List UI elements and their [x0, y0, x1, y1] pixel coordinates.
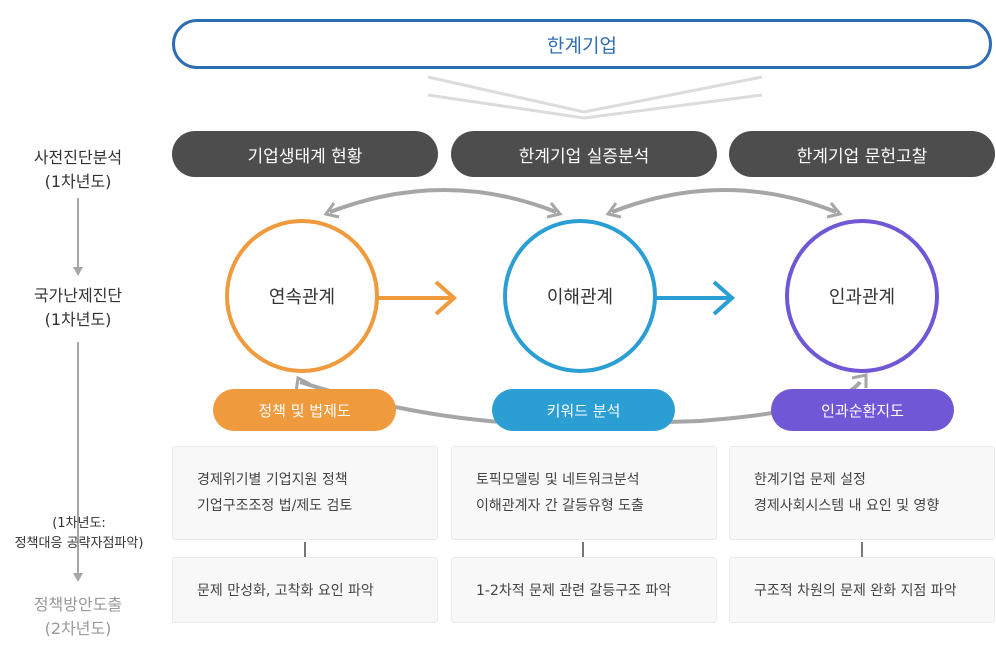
curve-arrow-1-2	[329, 188, 557, 214]
stage-year: (2차년도)	[44, 619, 112, 638]
result-box-keyword: 1-2차적 문제 관련 갈등구조 파악	[451, 557, 717, 623]
stage-national-diagnosis: 국가난제진단 (1차년도)	[10, 284, 146, 332]
stage-year: 정책대응 공략자점파악)	[14, 536, 144, 551]
relation-text: 연속관계	[268, 287, 336, 308]
detail-box-keyword: 토픽모델링 및 네트워크분석 이해관계자 간 갈등유형 도출	[451, 446, 717, 540]
curve-arrow-head-2	[546, 202, 563, 219]
detail-box-policy: 경제위기별 기업지원 정책 기업구조조정 법/제도 검토	[172, 446, 438, 540]
result-text: 1-2차적 문제 관련 갈등구조 파악	[476, 583, 672, 599]
analysis-pill-literature: 한계기업 문헌고찰	[729, 131, 995, 177]
analysis-pill-ecosystem: 기업생태계 현황	[172, 131, 438, 177]
analysis-pill-empirical: 한계기업 실증분석	[451, 131, 717, 177]
analysis-pill-label: 한계기업 문헌고찰	[796, 146, 928, 167]
detail-line: 이해관계자 간 갈등유형 도출	[476, 498, 644, 514]
arrow-blue-head	[712, 280, 736, 316]
stage-label: 정책방안도출	[33, 595, 123, 614]
detail-box-causal: 한계기업 문제 설정 경제사회시스템 내 요인 및 영향	[729, 446, 995, 540]
detail-line: 경제위기별 기업지원 정책	[197, 472, 348, 488]
relation-label-causal: 인과관계	[787, 271, 937, 321]
detail-line: 경제사회시스템 내 요인 및 영향	[754, 498, 940, 514]
stage-year: (1차년도)	[44, 172, 112, 191]
stage-policy-response: (1차년도: 정책대응 공략자점파악)	[0, 514, 158, 554]
method-label: 정책 및 법제도	[258, 401, 351, 420]
curve-arrow-2-3	[611, 188, 837, 214]
result-text: 문제 만성화, 고착화 요인 파악	[197, 583, 374, 599]
analysis-pill-label: 한계기업 실증분석	[518, 146, 650, 167]
title-text: 한계기업	[547, 34, 617, 57]
stage-label: 사전진단분석	[33, 148, 123, 167]
analysis-pill-label: 기업생태계 현황	[247, 146, 363, 167]
method-label: 키워드 분석	[546, 401, 621, 420]
relation-text: 이해관계	[546, 287, 614, 308]
timeline-arrow-2	[73, 573, 83, 582]
result-box-policy: 문제 만성화, 고착화 요인 파악	[172, 557, 438, 623]
stage-label: 국가난제진단	[33, 286, 123, 305]
funnel-chevron	[427, 75, 763, 114]
arrow-orange-head	[434, 280, 458, 316]
relation-text: 인과관계	[828, 287, 896, 308]
stage-label: (1차년도:	[52, 516, 106, 531]
relation-label-continuity: 연속관계	[227, 271, 377, 321]
curve-arrow-head-1	[323, 202, 340, 219]
return-arrow-left	[294, 375, 311, 393]
curve-arrow-head-4	[826, 202, 843, 219]
timeline-arrow-1	[73, 267, 83, 276]
stage-policy-derivation: 정책방안도출 (2차년도)	[10, 593, 146, 641]
result-box-causal: 구조적 차원의 문제 완화 지점 파악	[729, 557, 995, 623]
detail-line: 한계기업 문제 설정	[754, 472, 866, 488]
return-arrow-right	[851, 373, 868, 388]
method-pill-policy-law: 정책 및 법제도	[213, 389, 396, 431]
relation-label-interest: 이해관계	[505, 271, 655, 321]
method-label: 인과순환지도	[821, 401, 904, 420]
curve-arrow-head-3	[605, 202, 622, 219]
detail-line: 토픽모델링 및 네트워크분석	[476, 472, 640, 488]
method-pill-causal-loop: 인과순환지도	[771, 389, 954, 431]
funnel-chevron-inner	[427, 93, 763, 120]
title-pill: 한계기업	[172, 19, 992, 69]
detail-line: 기업구조조정 법/제도 검토	[197, 498, 353, 514]
relation-circle-purple	[785, 219, 939, 373]
method-pill-keyword: 키워드 분석	[492, 389, 675, 431]
stage-pre-diagnosis: 사전진단분석 (1차년도)	[10, 146, 146, 194]
stage-year: (1차년도)	[44, 310, 112, 329]
result-text: 구조적 차원의 문제 완화 지점 파악	[754, 583, 957, 599]
